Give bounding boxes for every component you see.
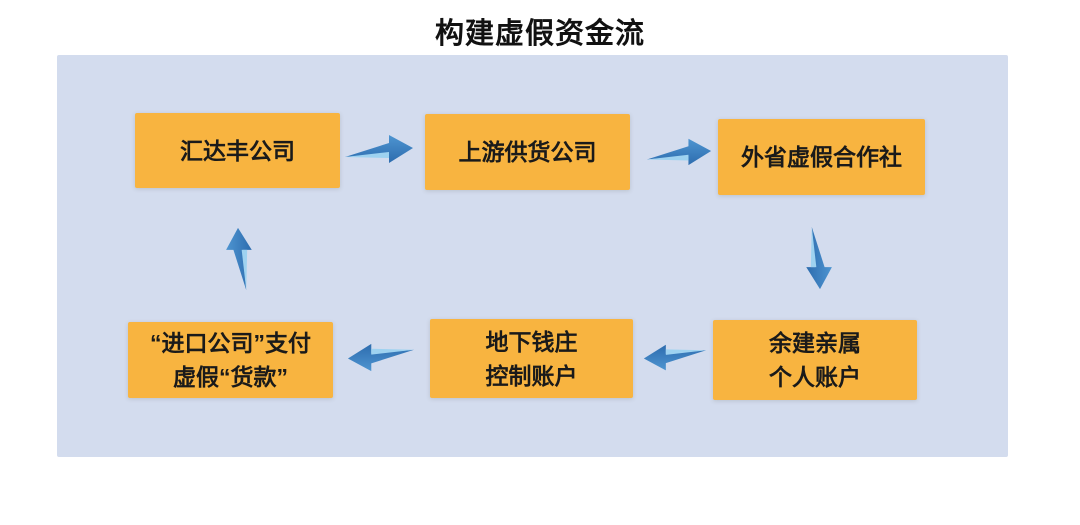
node-huidafeng-company: 汇达丰公司 bbox=[135, 113, 340, 188]
node-label: 虚假“货款” bbox=[173, 364, 288, 390]
arrow-left-icon bbox=[347, 343, 415, 372]
node-label: 地下钱庄 bbox=[485, 328, 578, 355]
node-upstream-supplier: 上游供货公司 bbox=[425, 114, 630, 190]
node-label: “进口公司”支付 bbox=[150, 330, 311, 356]
arrow-up-icon bbox=[226, 227, 252, 291]
node-fake-cooperative: 外省虚假合作社 bbox=[718, 119, 925, 195]
node-label: 汇达丰公司 bbox=[180, 137, 295, 164]
node-label: 余建亲属 bbox=[769, 330, 861, 356]
node-import-company-payment: “进口公司”支付 虚假“货款” bbox=[128, 322, 333, 398]
node-relatives-accounts: 余建亲属 个人账户 bbox=[713, 320, 917, 400]
arrow-right-icon bbox=[345, 135, 413, 163]
node-label: 外省虚假合作社 bbox=[741, 144, 902, 170]
node-label: 控制账户 bbox=[485, 362, 578, 389]
arrow-left-icon bbox=[643, 344, 707, 371]
page-title: 构建虚假资金流 bbox=[434, 18, 645, 50]
arrow-down-icon bbox=[806, 226, 832, 290]
node-label: 上游供货公司 bbox=[458, 139, 597, 165]
node-underground-bank: 地下钱庄 控制账户 bbox=[430, 319, 633, 398]
node-label: 个人账户 bbox=[769, 364, 861, 390]
arrow-right-icon bbox=[646, 138, 712, 166]
